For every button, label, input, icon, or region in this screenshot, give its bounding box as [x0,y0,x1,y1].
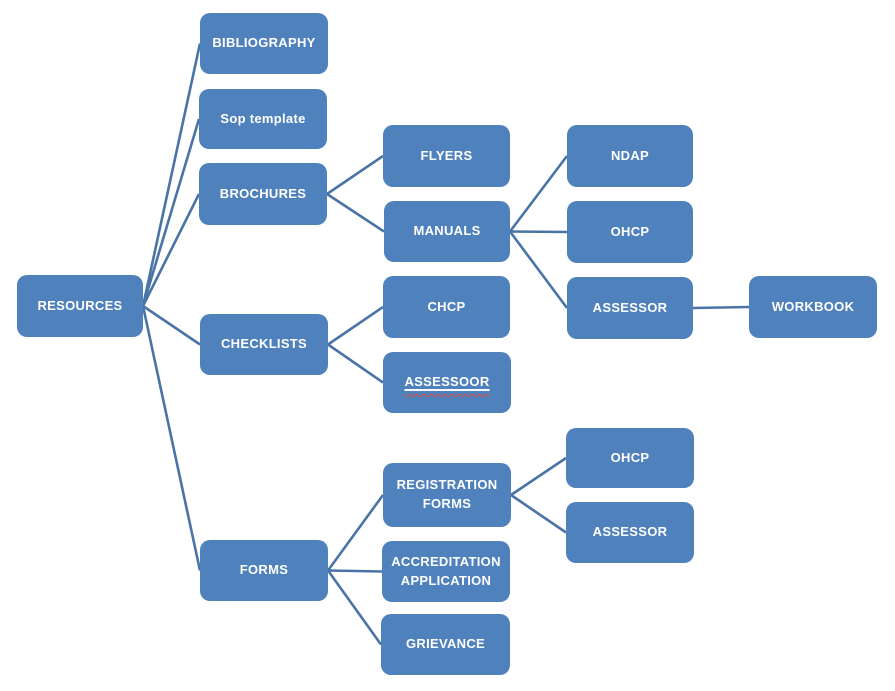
node-label: WORKBOOK [771,298,855,314]
connector-line [327,305,384,346]
connector-line [327,343,384,384]
connector-line [141,305,202,571]
node-label: FLYERS [420,147,473,163]
connector-line [326,154,384,196]
diagram-node-assessor-forms[interactable]: ASSESSOR [566,502,694,563]
misspelled-text: ASSESSOOR [404,374,490,390]
node-label: FORMS [239,562,289,578]
diagram-node-ohcp-forms[interactable]: OHCP [566,428,694,488]
diagram-node-ohcp-manuals[interactable]: OHCP [567,201,693,263]
diagram-node-flyers[interactable]: FLYERS [383,125,510,187]
diagram-node-assessoor[interactable]: ASSESSOOR [383,352,511,413]
diagram-node-ndap[interactable]: NDAP [567,125,693,187]
connector-line [142,304,201,346]
node-label: OHCP [610,223,650,239]
node-label: ASSESSOR [592,524,668,540]
node-label: ASSESSOOR [404,373,489,392]
connector-line [510,493,567,534]
node-label: BROCHURES [219,185,307,201]
diagram-node-bibliography[interactable]: BIBLIOGRAPHY [200,13,328,74]
node-label: GRIEVANCE [405,636,486,652]
connector-line [326,494,385,572]
node-label: ASSESSOR [592,299,668,315]
diagram-node-forms[interactable]: FORMS [200,540,328,601]
diagram-node-manuals[interactable]: MANUALS [384,201,510,262]
connector-line [327,569,383,573]
node-label: MANUALS [413,223,481,239]
diagram-node-chcp[interactable]: CHCP [383,276,510,338]
node-label: REGISTRATION FORMS [396,477,498,511]
node-label: RESOURCES [37,297,123,313]
diagram-node-sop-template[interactable]: Sop template [199,89,327,149]
connector-line [141,118,201,307]
connector-line [692,305,750,310]
node-label: OHCP [610,449,650,465]
node-label: CHECKLISTS [220,336,308,352]
connector-line [326,569,383,646]
diagram-node-assessor-manuals[interactable]: ASSESSOR [567,277,693,339]
connector-line [508,155,569,233]
connector-line [508,230,569,309]
connector-line [326,192,385,233]
node-label: BIBLIOGRAPHY [212,35,316,51]
connector-line [141,193,201,307]
diagram-node-grievance[interactable]: GRIEVANCE [381,614,510,675]
diagram-node-brochures[interactable]: BROCHURES [199,163,327,225]
node-label: Sop template [220,110,306,126]
diagram-node-workbook[interactable]: WORKBOOK [749,276,877,338]
diagram-node-checklists[interactable]: CHECKLISTS [200,314,328,375]
diagram-node-resources[interactable]: RESOURCES [17,275,143,337]
node-label: NDAP [610,147,650,163]
node-label: ACCREDITATION APPLICATION [391,553,501,588]
connector-line [141,43,202,307]
node-label: CHCP [427,298,466,314]
diagram-node-registration-forms[interactable]: REGISTRATION FORMS [383,463,511,527]
diagram-node-accreditation-application[interactable]: ACCREDITATION APPLICATION [382,541,510,602]
connector-line [509,230,568,234]
connector-line [510,456,567,497]
